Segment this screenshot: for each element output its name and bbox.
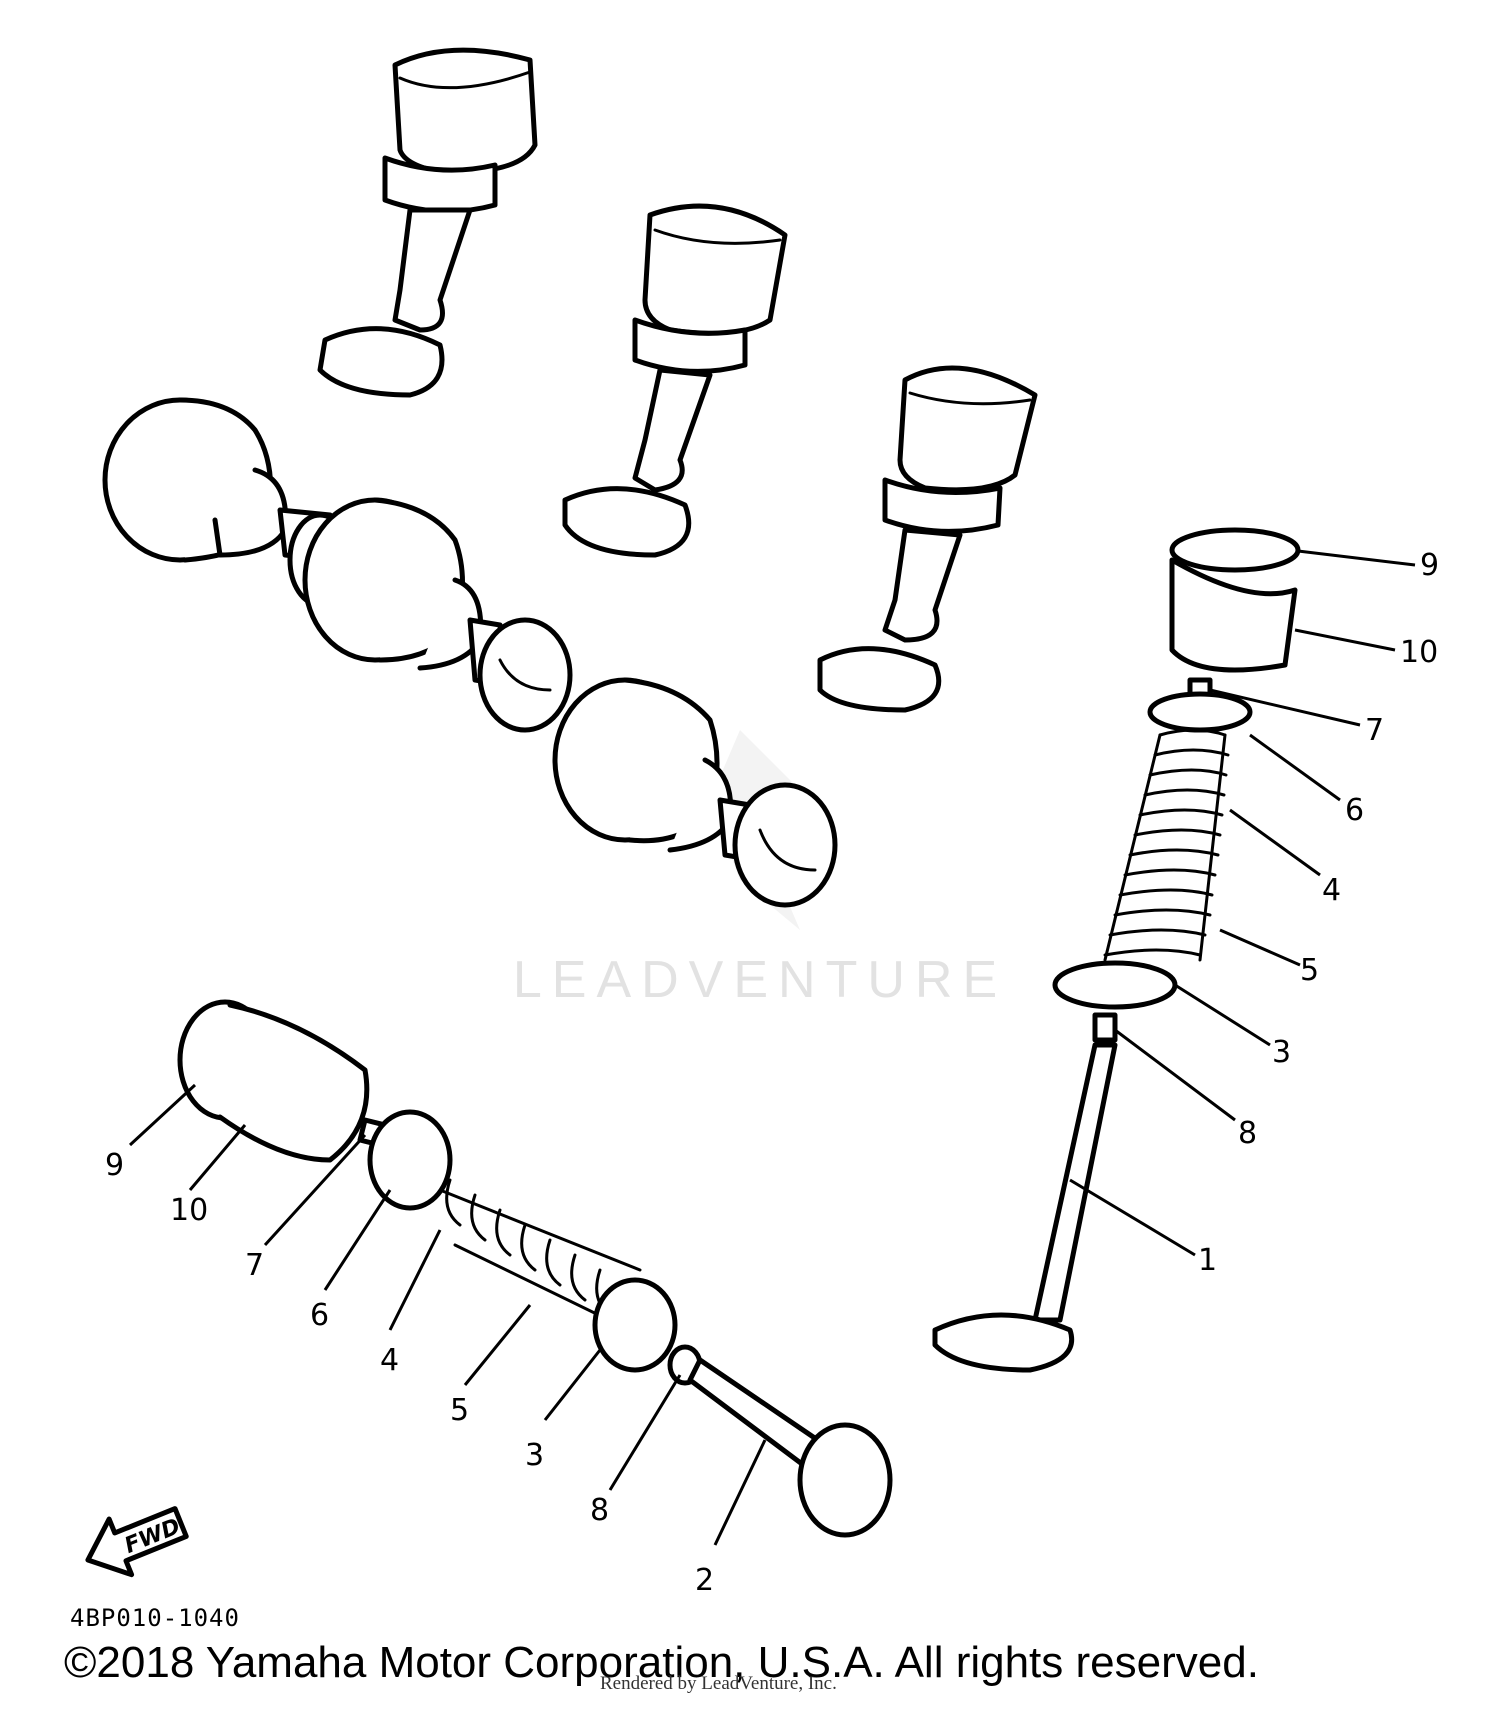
callout-9-left: 9 xyxy=(105,1148,124,1183)
callout-5-left: 5 xyxy=(450,1393,469,1428)
valve-assembly-top-left xyxy=(317,47,538,398)
leader-lines-bottom xyxy=(128,1083,767,1546)
callout-10-right: 10 xyxy=(1400,635,1438,670)
copyright-notice: ©2018 Yamaha Motor Corporation, U.S.A. A… xyxy=(64,1638,1259,1687)
diagram-code: 4BP010-1040 xyxy=(70,1604,240,1632)
callout-9-right: 9 xyxy=(1420,548,1439,583)
rendered-by-credit: Rendered by LeadVenture, Inc. xyxy=(600,1673,837,1694)
callout-4-right: 4 xyxy=(1322,873,1341,908)
callouts-bottom: 9 10 7 6 4 5 3 8 2 xyxy=(105,1148,714,1598)
callout-4-left: 4 xyxy=(380,1343,399,1378)
part-1-valve-head xyxy=(932,1312,1074,1373)
callout-10-left: 10 xyxy=(170,1193,208,1228)
valve-assembly-right-exploded xyxy=(932,527,1301,1373)
callout-6-left: 6 xyxy=(310,1298,329,1333)
part-6-retainer-left xyxy=(367,1109,453,1211)
leader-lines-right xyxy=(1069,549,1416,1257)
callout-7-right: 7 xyxy=(1365,713,1384,748)
part-9-pad xyxy=(1169,527,1301,573)
part-8-seal xyxy=(1092,1012,1118,1043)
watermark-text: LEADVENTURE xyxy=(512,951,1008,1009)
part-6-retainer xyxy=(1147,691,1253,733)
callout-5-right: 5 xyxy=(1300,953,1319,988)
valve-assembly-left-middle xyxy=(302,497,573,733)
part-2-valve-head xyxy=(797,1422,893,1538)
callout-6-right: 6 xyxy=(1345,793,1364,828)
callout-8-right: 8 xyxy=(1238,1116,1257,1151)
part-4-5-springs-left xyxy=(438,1178,652,1342)
valve-assembly-top-right xyxy=(817,365,1038,713)
part-3-seat xyxy=(1052,960,1178,1010)
fwd-arrow-icon: FWD xyxy=(85,1506,189,1578)
valve-assembly-top-middle xyxy=(562,203,788,558)
part-10-lifter-left xyxy=(217,1002,370,1163)
callout-1: 1 xyxy=(1198,1243,1217,1278)
callouts-right: 9 10 7 6 4 5 3 8 1 xyxy=(1198,548,1439,1278)
callout-2: 2 xyxy=(695,1563,714,1598)
part-4-5-springs xyxy=(1103,728,1230,962)
valve-assembly-left-lower xyxy=(552,677,838,908)
part-3-seat-left xyxy=(592,1277,678,1373)
part-10-lifter xyxy=(1169,557,1298,673)
callout-3-right: 3 xyxy=(1272,1035,1291,1070)
valve-assembly-bottom-exploded xyxy=(177,999,893,1538)
callout-7-left: 7 xyxy=(245,1248,264,1283)
callout-3-left: 3 xyxy=(525,1438,544,1473)
callout-8-left: 8 xyxy=(590,1493,609,1528)
